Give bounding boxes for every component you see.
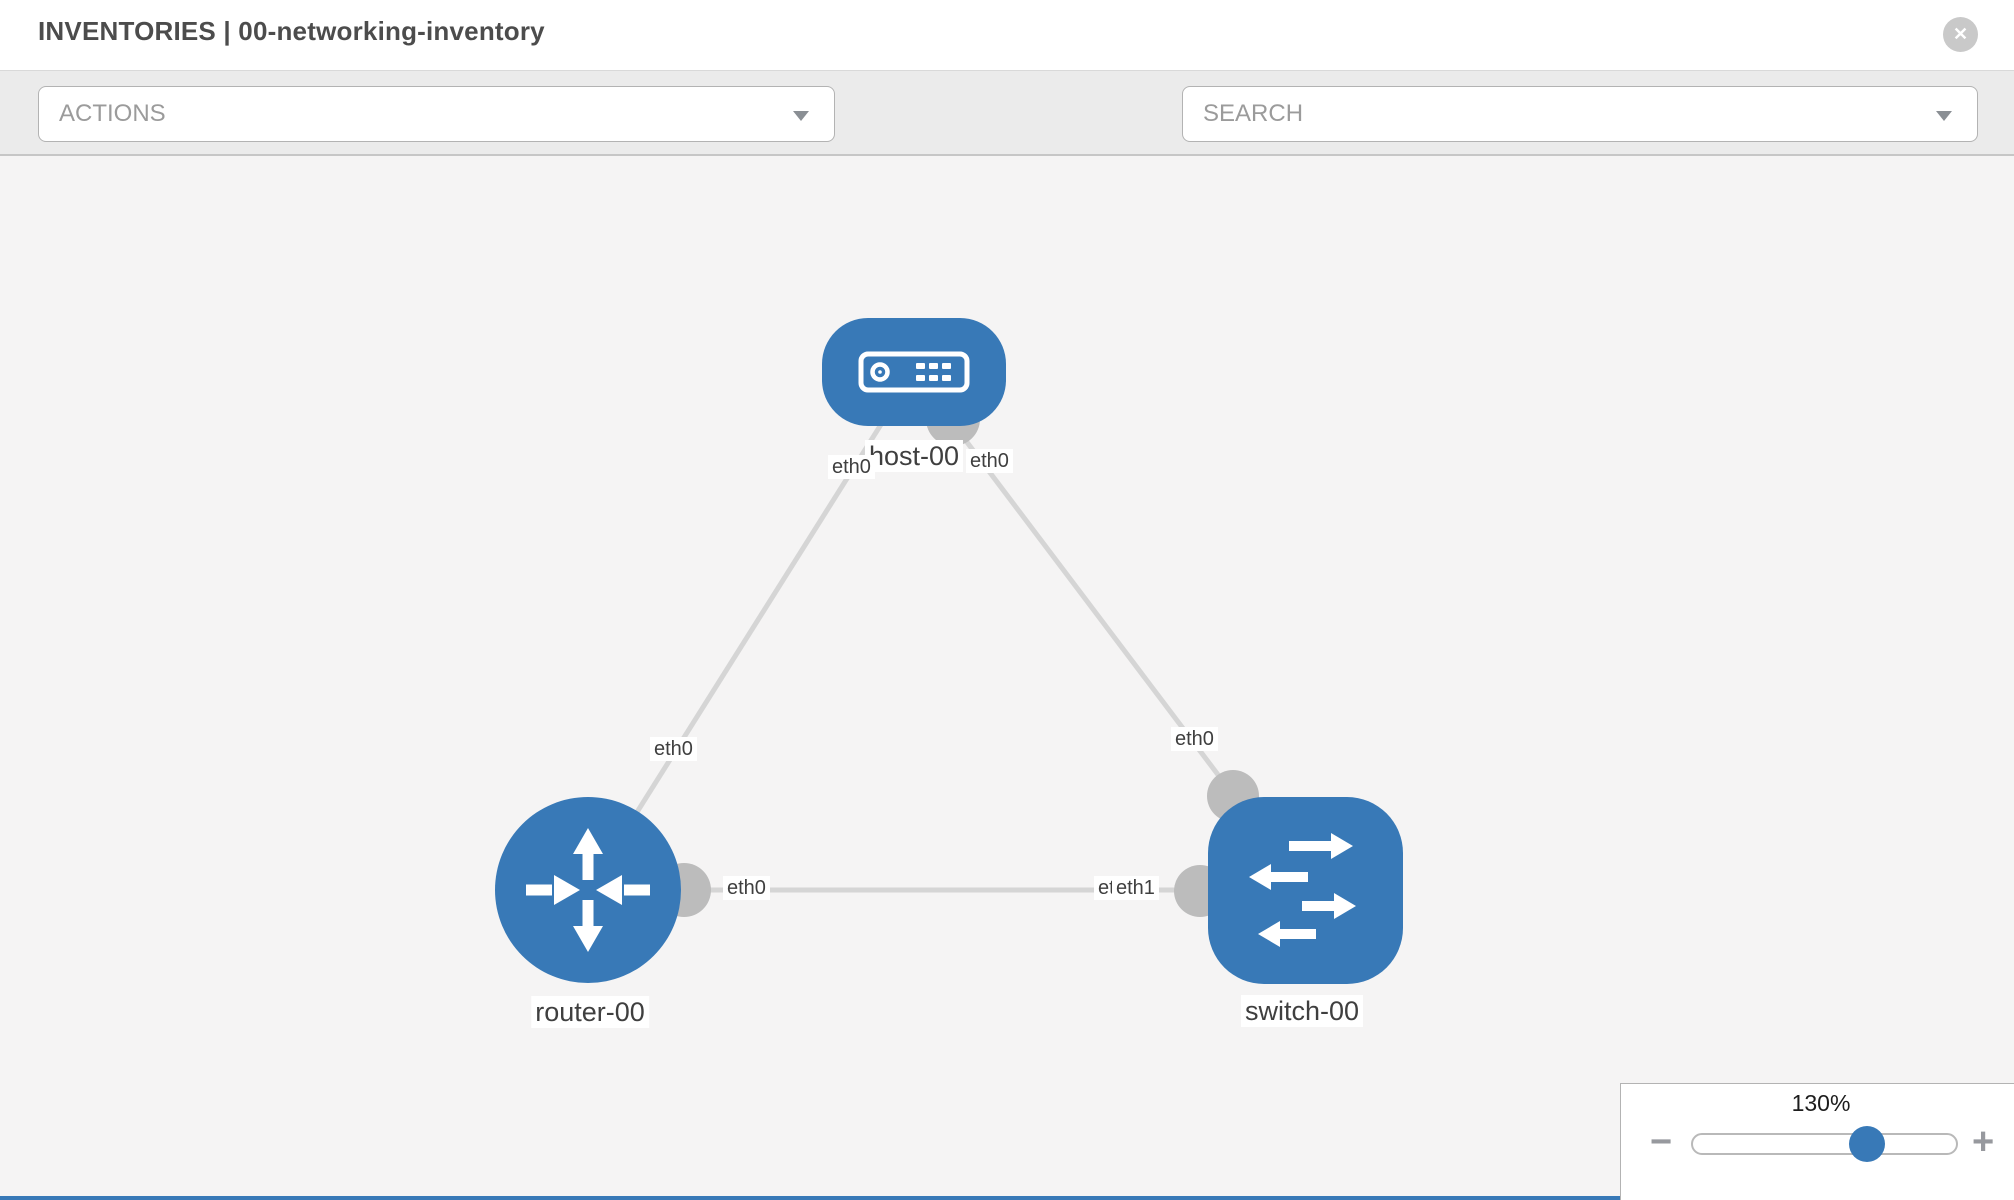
- panel-header: INVENTORIES | 00-networking-inventory ✕: [0, 0, 2014, 71]
- topology-canvas: host-00 router-00 switch-00 eth0 eth0 et…: [0, 158, 2014, 1200]
- port-label: eth0: [723, 876, 770, 900]
- zoom-in-button[interactable]: +: [1972, 1121, 1995, 1163]
- router-icon: [526, 828, 650, 952]
- zoom-slider-track[interactable]: [1691, 1126, 1958, 1162]
- node-router-00[interactable]: [495, 797, 681, 983]
- topology-links-layer: [585, 370, 1307, 917]
- search-dropdown[interactable]: SEARCH: [1182, 86, 1978, 142]
- footer-accent-bar: [0, 1196, 2014, 1200]
- toolbar: ACTIONS SEARCH: [0, 71, 2014, 201]
- node-label-host: host-00: [864, 440, 964, 472]
- port-label: eth0: [828, 455, 875, 479]
- close-icon[interactable]: ✕: [1943, 17, 1978, 52]
- zoom-slider-thumb[interactable]: [1849, 1126, 1885, 1162]
- zoom-out-button[interactable]: −: [1650, 1121, 1673, 1163]
- chevron-down-icon: [1936, 111, 1952, 121]
- node-label-switch: switch-00: [1240, 995, 1364, 1027]
- host-icon: [858, 351, 970, 393]
- zoom-control-panel: 130% − +: [1620, 1083, 2014, 1200]
- port-label: eth1: [1112, 876, 1159, 900]
- port-label: eth0: [1171, 727, 1218, 751]
- node-host-00[interactable]: [822, 318, 1006, 426]
- switch-icon: [1248, 832, 1356, 947]
- zoom-level-label: 130%: [1791, 1090, 1851, 1116]
- actions-dropdown[interactable]: ACTIONS: [38, 86, 835, 142]
- node-label-router: router-00: [531, 996, 649, 1028]
- node-switch-00[interactable]: [1208, 797, 1403, 984]
- chevron-down-icon: [793, 111, 809, 121]
- page-title: INVENTORIES | 00-networking-inventory: [38, 16, 545, 46]
- port-label: eth0: [650, 737, 697, 761]
- port-label: eth0: [966, 449, 1013, 473]
- actions-dropdown-label: ACTIONS: [59, 100, 166, 127]
- search-placeholder: SEARCH: [1203, 100, 1304, 127]
